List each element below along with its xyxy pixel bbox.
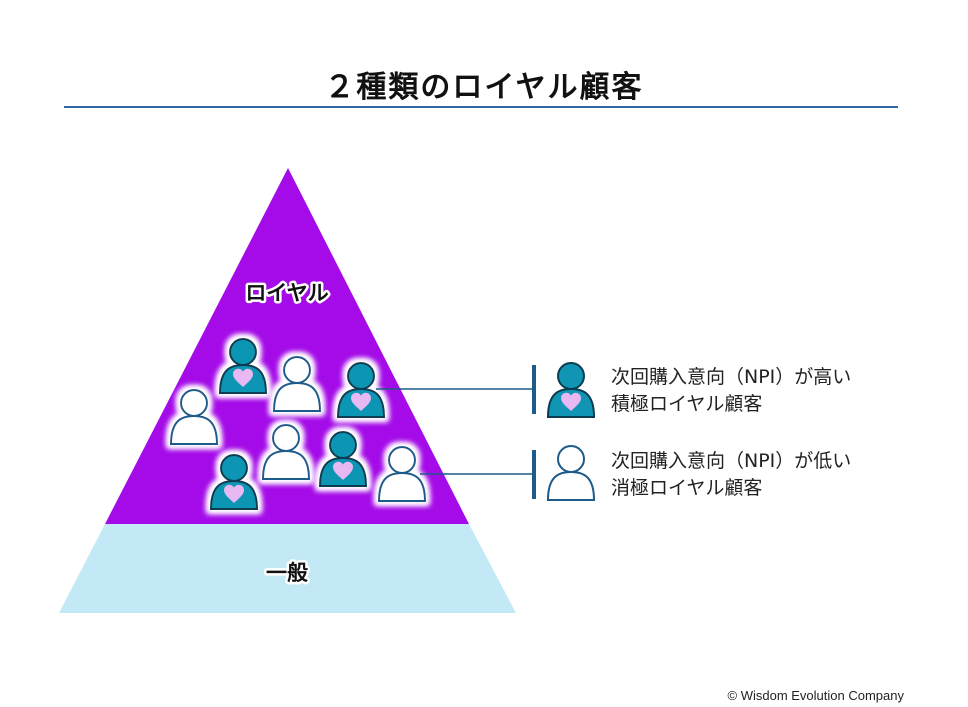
active-loyal-icon	[336, 362, 386, 418]
legend-active-icon	[546, 362, 596, 418]
people-group	[169, 338, 427, 510]
active-loyal-icon	[218, 338, 268, 394]
loyal-tier-label: ロイヤル	[245, 281, 328, 305]
active-loyal-icon	[318, 431, 368, 487]
copyright-text: © Wisdom Evolution Company	[727, 688, 904, 703]
active-loyal-icon	[209, 454, 259, 510]
passive-loyal-icon	[261, 424, 311, 480]
general-tier	[59, 524, 516, 613]
page-title: ２種類のロイヤル顧客	[324, 70, 644, 105]
legend-passive-icon	[546, 445, 596, 501]
legend-passive-line2: 消極ロイヤル顧客	[611, 477, 762, 499]
legend-passive-line1: 次回購入意向（NPI）が低い	[611, 450, 851, 472]
title-underline	[64, 106, 898, 108]
passive-loyal-icon	[169, 389, 219, 445]
general-tier-label: 一般	[266, 561, 308, 585]
legend-active-line2: 積極ロイヤル顧客	[611, 393, 762, 415]
passive-loyal-icon	[377, 446, 427, 502]
legend-active-line1: 次回購入意向（NPI）が高い	[611, 366, 851, 388]
passive-loyal-icon	[272, 356, 322, 412]
